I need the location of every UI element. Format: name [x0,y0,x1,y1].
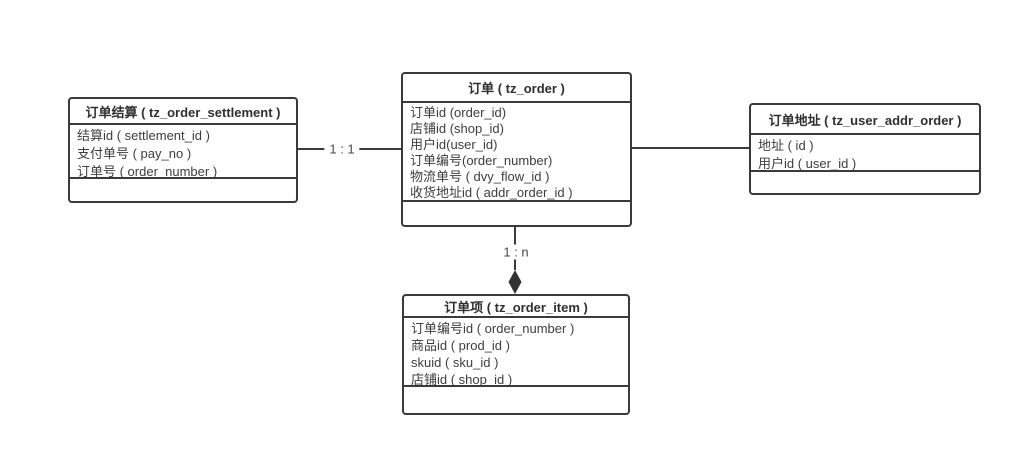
entity-footer-empty [70,177,296,201]
entity-field: 订单号 ( order_number ) [77,164,218,177]
entity-footer-empty [751,170,979,193]
entity-tz-order[interactable]: 订单 ( tz_order ) 订单id (order_id) 店铺id (sh… [401,72,632,227]
diamond-arrow-icon [508,270,522,294]
entity-title: 订单项 ( tz_order_item ) [404,296,628,318]
entity-fields: 结算id ( settlement_id ) 支付单号 ( pay_no ) 订… [70,125,296,177]
entity-field: 商品id ( prod_id ) [411,338,510,353]
entity-tz-order-item[interactable]: 订单项 ( tz_order_item ) 订单编号id ( order_num… [402,294,630,415]
connector-order-addr[interactable] [632,147,749,149]
entity-fields: 订单id (order_id) 店铺id (shop_id) 用户id(user… [403,103,630,200]
entity-field: 支付单号 ( pay_no ) [77,146,192,161]
relation-label-one-to-n: 1 : n [498,244,534,260]
entity-title: 订单地址 ( tz_user_addr_order ) [751,105,979,135]
entity-field: 订单编号id ( order_number ) [411,321,575,336]
entity-field: 物流单号 ( dvy_flow_id ) [410,169,550,184]
entity-fields: 订单编号id ( order_number ) 商品id ( prod_id )… [404,318,628,385]
entity-tz-user-addr-order[interactable]: 订单地址 ( tz_user_addr_order ) 地址 ( id ) 用户… [749,103,981,195]
entity-fields: 地址 ( id ) 用户id ( user_id ) [751,135,979,170]
entity-field: 店铺id (shop_id) [410,121,504,136]
entity-field: 店铺id ( shop_id ) [411,372,513,385]
entity-field: 地址 ( id ) [758,138,814,153]
entity-field: 用户id ( user_id ) [758,156,857,170]
entity-field: skuid ( sku_id ) [411,355,499,370]
entity-field: 结算id ( settlement_id ) [77,128,210,143]
entity-footer-empty [404,385,628,413]
relation-label-one-to-one: 1 : 1 [324,141,360,157]
entity-field: 用户id(user_id) [410,137,498,152]
entity-tz-order-settlement[interactable]: 订单结算 ( tz_order_settlement ) 结算id ( sett… [68,97,298,203]
entity-field: 订单编号(order_number) [410,153,553,168]
entity-title: 订单结算 ( tz_order_settlement ) [70,99,296,125]
entity-title: 订单 ( tz_order ) [403,74,630,103]
entity-field: 订单id (order_id) [410,105,507,120]
entity-field: 收货地址id ( addr_order_id ) [410,185,573,200]
entity-footer-empty [403,200,630,225]
